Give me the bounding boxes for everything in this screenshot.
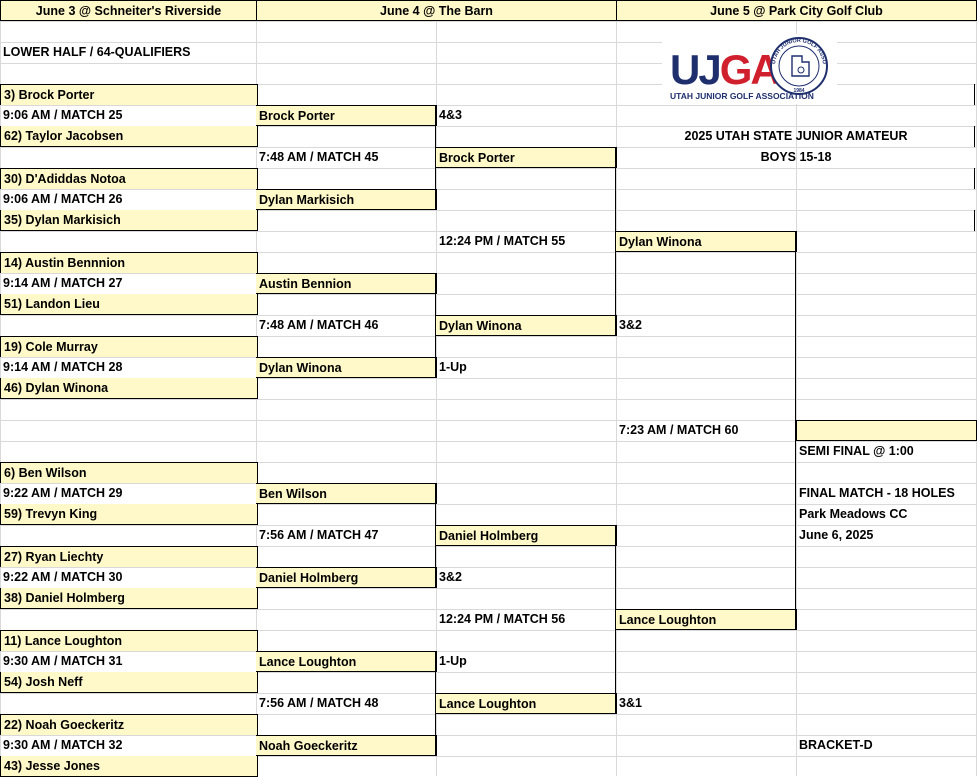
ujga-logo: UJGA UTAH JUNIOR GOLF ASSOCIATION 1984 U… — [660, 30, 837, 104]
tournament-division: BOYS 15-18 — [760, 150, 832, 164]
round1-winner: Daniel Holmberg — [256, 567, 437, 588]
round2-time: 7:56 AM / MATCH 48 — [259, 696, 379, 710]
round1-seed-b: 38) Daniel Holmberg — [0, 588, 258, 609]
round1-seed-b: 59) Trevyn King — [0, 504, 258, 525]
final-date: June 6, 2025 — [799, 528, 874, 542]
round1-seed-a: 11) Lance Loughton — [0, 630, 258, 651]
round1-seed-b: 54) Josh Neff — [0, 672, 258, 693]
header-day3: June 5 @ Park City Golf Club — [616, 0, 977, 21]
round1-time: 9:30 AM / MATCH 32 — [0, 735, 258, 756]
section-label: LOWER HALF / 64-QUALIFIERS — [3, 45, 191, 59]
round2-score: 3&2 — [439, 570, 462, 584]
round1-seed-b: 62) Taylor Jacobsen — [0, 126, 258, 147]
round1-seed-b: 46) Dylan Winona — [0, 378, 258, 399]
round1-time: 9:30 AM / MATCH 31 — [0, 651, 258, 672]
logo-seal-year: 1984 — [793, 88, 804, 94]
semi-final-note: SEMI FINAL @ 1:00 — [799, 444, 914, 458]
round2-winner: Dylan Winona — [436, 315, 617, 336]
logo-tagline: UTAH JUNIOR GOLF ASSOCIATION — [670, 91, 814, 101]
round3-score: 3&1 — [619, 696, 642, 710]
final-match-note: FINAL MATCH - 18 HOLES — [799, 486, 955, 500]
round1-time: 9:06 AM / MATCH 26 — [0, 189, 258, 210]
final-venue: Park Meadows CC — [799, 507, 908, 521]
round1-winner: Noah Goeckeritz — [256, 735, 437, 756]
round1-seed-a: 6) Ben Wilson — [0, 462, 258, 483]
header-day2: June 4 @ The Barn — [256, 0, 617, 21]
round1-time: 9:22 AM / MATCH 30 — [0, 567, 258, 588]
round2-time: 7:48 AM / MATCH 45 — [259, 150, 379, 164]
round2-time: 7:56 AM / MATCH 47 — [259, 528, 379, 542]
round1-winner: Austin Bennion — [256, 273, 437, 294]
round3-time: 12:24 PM / MATCH 55 — [439, 234, 566, 248]
round2-time: 7:48 AM / MATCH 46 — [259, 318, 379, 332]
round1-seed-a: 19) Cole Murray — [0, 336, 258, 357]
round2-winner: Brock Porter — [436, 147, 617, 168]
round1-winner: Ben Wilson — [256, 483, 437, 504]
round1-seed-a: 14) Austin Bennnion — [0, 252, 258, 273]
round1-seed-a: 30) D'Adiddas Notoa — [0, 168, 258, 189]
round3-winner: Lance Loughton — [616, 609, 797, 630]
round3-winner: Dylan Winona — [616, 231, 797, 252]
tournament-title: 2025 UTAH STATE JUNIOR AMATEUR — [684, 129, 908, 143]
round2-score: 1-Up — [439, 654, 467, 668]
round1-seed-a: 3) Brock Porter — [0, 84, 258, 105]
round1-seed-b: 51) Landon Lieu — [0, 294, 258, 315]
round1-seed-a: 27) Ryan Liechty — [0, 546, 258, 567]
round1-winner: Brock Porter — [256, 105, 437, 126]
round1-time: 9:06 AM / MATCH 25 — [0, 105, 258, 126]
round4-winner — [796, 420, 977, 441]
round1-time: 9:14 AM / MATCH 27 — [0, 273, 258, 294]
round1-winner: Dylan Winona — [256, 357, 437, 378]
round1-winner: Dylan Markisich — [256, 189, 437, 210]
round1-winner: Lance Loughton — [256, 651, 437, 672]
round1-time: 9:22 AM / MATCH 29 — [0, 483, 258, 504]
round2-winner: Daniel Holmberg — [436, 525, 617, 546]
round2-score: 4&3 — [439, 108, 462, 122]
round1-seed-a: 22) Noah Goeckeritz — [0, 714, 258, 735]
round1-seed-b: 43) Jesse Jones — [0, 756, 258, 777]
round4-time: 7:23 AM / MATCH 60 — [619, 423, 739, 437]
round3-time: 12:24 PM / MATCH 56 — [439, 612, 566, 626]
header-day1: June 3 @ Schneiter's Riverside — [0, 0, 257, 21]
logo-letters: UJGA — [670, 46, 780, 93]
bracket-label: BRACKET-D — [799, 738, 873, 752]
round2-winner: Lance Loughton — [436, 693, 617, 714]
round2-score: 1-Up — [439, 360, 467, 374]
round1-time: 9:14 AM / MATCH 28 — [0, 357, 258, 378]
round1-seed-b: 35) Dylan Markisich — [0, 210, 258, 231]
round3-score: 3&2 — [619, 318, 642, 332]
